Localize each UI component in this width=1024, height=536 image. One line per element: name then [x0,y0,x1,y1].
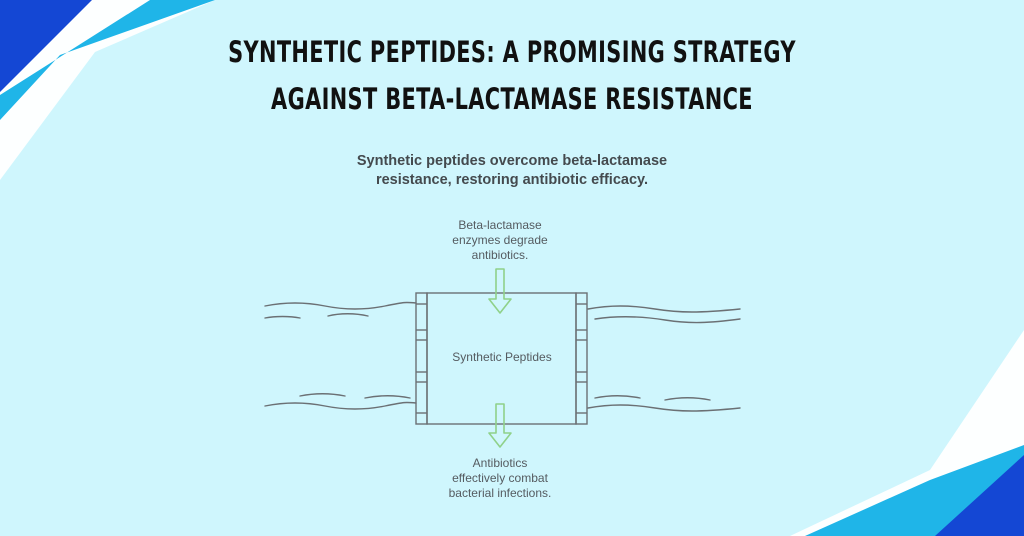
corner-shape-bottom-right-dark [935,455,1024,536]
water-line-left-upper-1 [264,301,417,310]
top-note-line-2: enzymes degrade [452,233,548,247]
water-line-right-upper-2 [594,316,741,324]
bottom-note-line-1: Antibiotics [472,456,528,470]
water-line-left-lower-1 [264,401,417,410]
bottom-note-line-3: bacterial infections. [448,486,552,500]
diagram-subtitle: Synthetic peptides overcome beta-lactama… [312,152,712,190]
center-label: Synthetic Peptides [452,350,552,364]
water-line-right-lower-3 [664,397,711,401]
water-line-left-upper-3 [264,315,301,319]
water-line-left-lower-2 [299,393,346,397]
dam-post-left [415,292,428,425]
water-line-left-lower-3 [364,395,411,399]
water-line-right-lower-1 [587,404,741,412]
water-line-right-lower-2 [594,395,641,399]
subtitle-line-1: Synthetic peptides overcome beta-lactama… [356,153,668,169]
top-note-line-3: antibiotics. [471,248,529,262]
bottom-note-line-2: effectively combat [452,471,548,485]
arrow-down-top-icon [488,268,512,314]
bottom-note: Antibiotics effectively combat bacterial… [420,456,580,501]
dam-block [426,292,577,425]
water-line-left-upper-2 [327,313,369,317]
top-note-line-1: Beta-lactamase [458,218,542,232]
subtitle-line-2: resistance, restoring antibiotic efficac… [375,172,649,188]
top-note: Beta-lactamase enzymes degrade antibioti… [420,218,580,263]
corner-shape-top-left-dark [0,0,92,92]
arrow-down-bottom-icon [488,403,512,448]
page-title-line-1: SYNTHETIC PEPTIDES: A PROMISING STRATEGY [228,35,796,69]
dam-post-right [575,292,588,425]
page-title-line-2: AGAINST BETA-LACTAMASE RESISTANCE [271,82,753,116]
corner-shape-top-left-white [0,0,215,180]
water-line-right-upper-1 [587,305,741,313]
